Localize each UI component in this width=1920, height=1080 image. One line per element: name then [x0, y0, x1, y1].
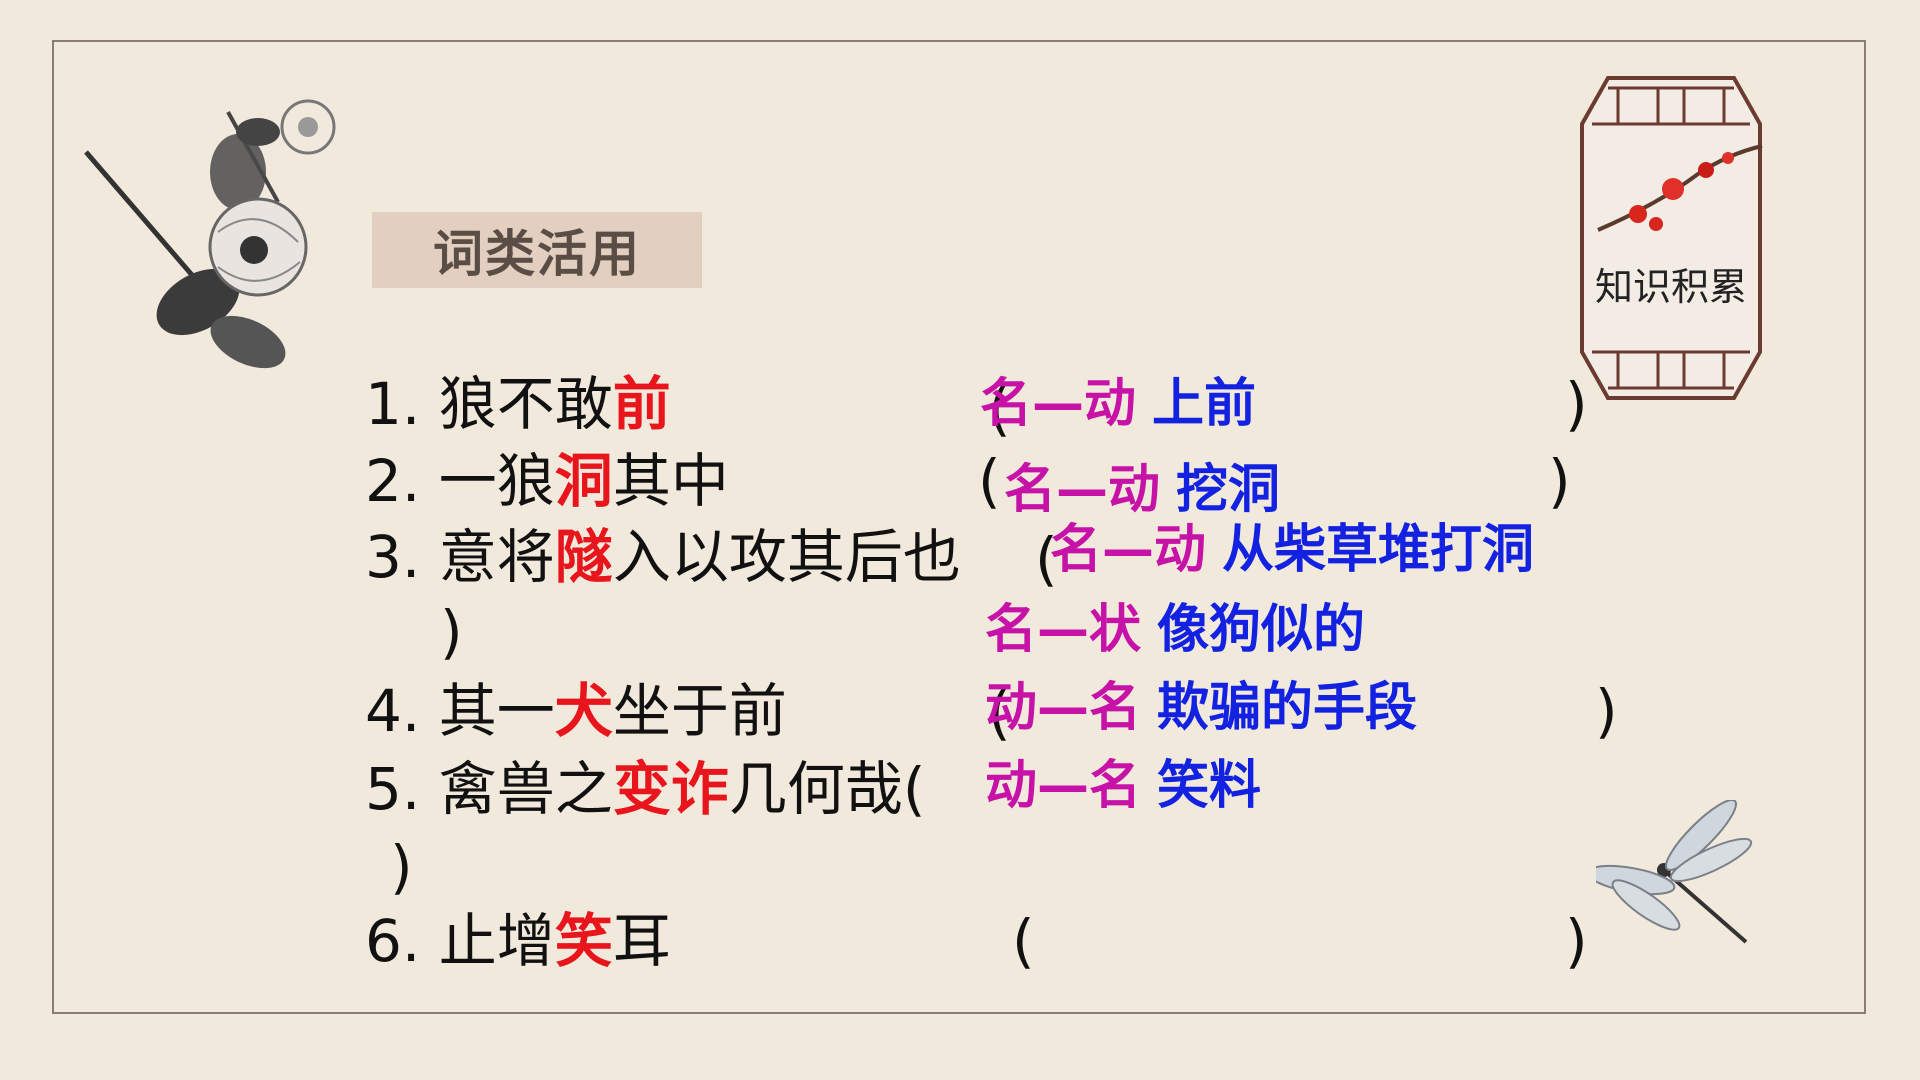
- item-4: 4. 其一犬坐于前: [365, 682, 787, 740]
- meaning: 挖洞: [1176, 460, 1281, 520]
- item-6: 6. 止增笑耳: [365, 912, 671, 970]
- item-5: 5. 禽兽之变诈几何哉(: [365, 760, 925, 818]
- item-text-pre: 止增: [438, 907, 555, 975]
- meaning: 笑料: [1157, 756, 1262, 816]
- highlighted-word: 变诈: [612, 755, 729, 823]
- item-2: 2. 一狼洞其中: [365, 452, 729, 510]
- close-paren: ): [390, 833, 413, 901]
- open-paren: (: [1012, 907, 1035, 975]
- item-number: 5.: [365, 755, 421, 823]
- open-paren: (: [988, 679, 1011, 747]
- section-title-box: 词类活用: [372, 212, 702, 288]
- close-paren: ): [1548, 447, 1571, 515]
- pos-label: 名—动: [1050, 520, 1207, 580]
- item-text-pre: 禽兽之: [438, 755, 613, 823]
- item-text-pre: 狼不敢: [438, 370, 613, 438]
- highlighted-word: 前: [612, 370, 671, 438]
- flower-painting-icon: [84, 99, 336, 369]
- item-text-post: 入以攻其后也: [612, 523, 961, 591]
- close-paren: ): [440, 598, 463, 666]
- item-text-post: 其中: [612, 447, 729, 515]
- highlighted-word: 犬: [554, 677, 613, 745]
- highlighted-word: 洞: [554, 447, 613, 515]
- slide-frame: [52, 40, 1866, 1014]
- answer-1: 名—动上前: [980, 378, 1256, 430]
- answer-2: 名—动挖洞: [1004, 464, 1280, 516]
- close-paren: ): [1595, 677, 1618, 745]
- open-paren: (: [902, 755, 926, 823]
- pos-label: 动—名: [985, 756, 1142, 816]
- open-paren: (: [978, 447, 1001, 515]
- item-text-post: 耳: [612, 907, 671, 975]
- item-number: 4.: [365, 677, 421, 745]
- pos-label: 名—动: [980, 374, 1137, 434]
- item-1: 1. 狼不敢前: [365, 375, 671, 433]
- item-text-post: 几何哉: [728, 755, 903, 823]
- meaning: 欺骗的手段: [1157, 678, 1418, 738]
- item-number: 2.: [365, 447, 421, 515]
- dragonfly-icon: [1596, 800, 1753, 944]
- open-paren: (: [1035, 525, 1058, 593]
- plum-blossom-icon: [1580, 76, 1763, 400]
- section-title: 词类活用: [433, 225, 641, 283]
- meaning: 上前: [1152, 374, 1257, 434]
- item-text-pre: 意将: [438, 523, 555, 591]
- item-text-pre: 一狼: [438, 447, 555, 515]
- meaning: 像狗似的: [1157, 600, 1366, 660]
- item-text-post: 坐于前: [612, 677, 787, 745]
- answer-6: 动—名笑料: [985, 760, 1261, 812]
- close-paren: ): [1565, 370, 1588, 438]
- open-paren: (: [988, 375, 1011, 443]
- answer-3: 名—动从柴草堆打洞: [1050, 524, 1534, 576]
- badge-label: 知识积累: [1594, 265, 1747, 309]
- highlighted-word: 隧: [554, 523, 613, 591]
- meaning: 从柴草堆打洞: [1222, 520, 1535, 580]
- pos-label: 名—动: [1004, 460, 1161, 520]
- pos-label: 动—名: [985, 678, 1142, 738]
- item-3: 3. 意将隧入以攻其后也: [365, 528, 961, 586]
- highlighted-word: 笑: [554, 907, 613, 975]
- item-text-pre: 其一: [438, 677, 555, 745]
- item-number: 1.: [365, 370, 421, 438]
- answer-4: 名—状像狗似的: [985, 604, 1365, 656]
- close-paren: ): [1565, 907, 1588, 975]
- item-number: 6.: [365, 907, 421, 975]
- pos-label: 名—状: [985, 600, 1142, 660]
- item-number: 3.: [365, 523, 421, 591]
- answer-5: 动—名欺骗的手段: [985, 682, 1417, 734]
